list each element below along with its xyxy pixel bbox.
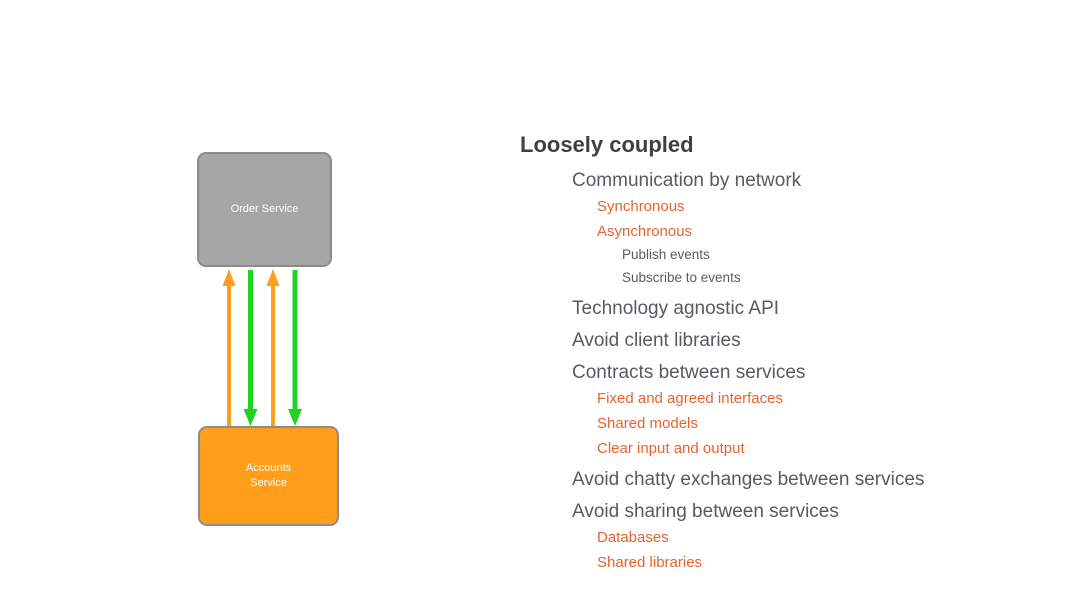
up-arrow: [222, 269, 236, 426]
up-arrow: [266, 269, 280, 426]
outline-item: Technology agnostic API: [572, 298, 780, 319]
outline-item: Asynchronous: [597, 223, 693, 240]
outline-item: Publish events: [622, 247, 710, 262]
accounts-service-label: Accounts Service: [245, 462, 292, 489]
down-arrow: [288, 270, 302, 426]
outline-item: Avoid sharing between services: [572, 501, 839, 522]
outline-item: Communication by network: [572, 170, 802, 191]
order-service-label: Order Service: [230, 203, 299, 216]
outline-item: Contracts between services: [572, 362, 806, 383]
outline-item: Subscribe to events: [622, 270, 741, 285]
slide-title: Loosely coupled: [520, 132, 694, 157]
outline-item: Synchronous: [597, 198, 685, 215]
accounts-service-node: Accounts Service: [198, 426, 339, 526]
outline-item: Shared libraries: [597, 554, 703, 571]
outline-item: Databases: [597, 529, 669, 546]
outline-item: Avoid chatty exchanges between services: [572, 469, 925, 490]
outline-item: Shared models: [597, 415, 698, 432]
outline-item: Avoid client libraries: [572, 330, 741, 351]
order-service-node: Order Service: [197, 152, 332, 267]
outline: Loosely coupled Communication by network…: [520, 131, 1060, 574]
down-arrow: [243, 270, 258, 426]
outline-item: Fixed and agreed interfaces: [597, 390, 783, 407]
outline-item: Clear input and output: [597, 440, 745, 457]
